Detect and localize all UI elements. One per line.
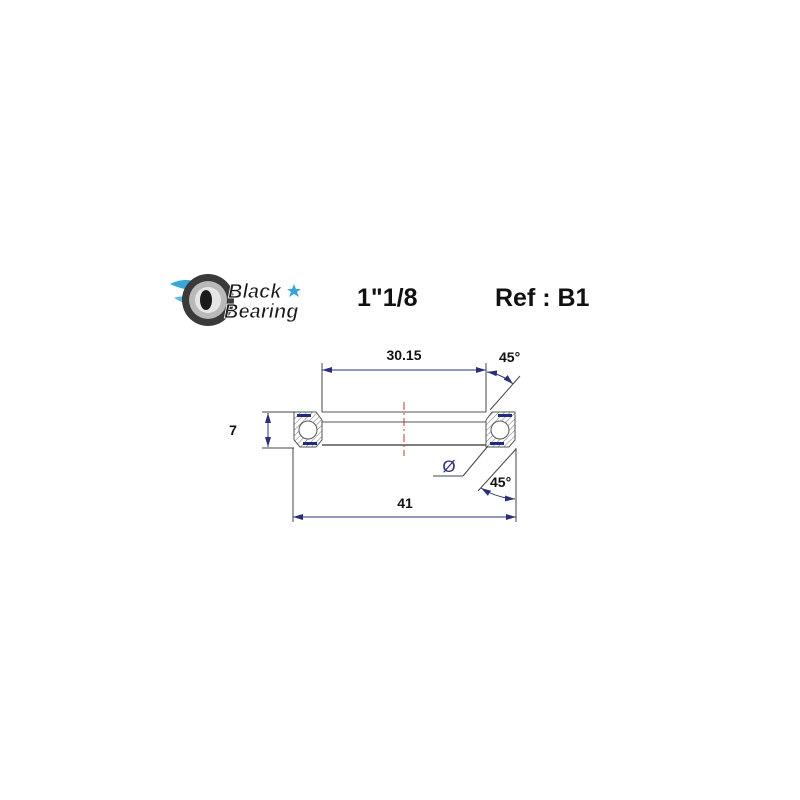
left-bearing-section <box>293 411 323 448</box>
bottom-angle-annotation: 45° <box>477 448 517 502</box>
top-angle-annotation: 45° <box>486 349 521 411</box>
outer-diameter-label: 41 <box>397 495 413 511</box>
bearing-size-title: 1"1/8 <box>357 284 418 312</box>
black-bearing-logo: Black Bearing <box>170 274 301 326</box>
logo-text-black: Black <box>228 281 282 303</box>
diameter-leader: Ø <box>433 445 489 477</box>
height-label: 7 <box>229 422 237 438</box>
left-bottom-seal <box>303 442 317 445</box>
bearing-reference-title: Ref : B1 <box>495 284 590 312</box>
bottom-angle-label: 45° <box>490 474 511 490</box>
left-top-seal <box>297 414 311 417</box>
right-top-seal <box>498 414 512 417</box>
top-angle-label: 45° <box>499 349 520 365</box>
diameter-symbol-icon: Ø <box>442 457 455 476</box>
logo-text-bearing: Bearing <box>224 301 298 323</box>
right-bearing-section <box>485 411 516 448</box>
logo-star-icon <box>287 284 301 297</box>
inner-diameter-label: 30.15 <box>386 347 421 363</box>
bearing-wheel-icon <box>182 274 234 326</box>
right-bottom-seal <box>490 442 504 445</box>
